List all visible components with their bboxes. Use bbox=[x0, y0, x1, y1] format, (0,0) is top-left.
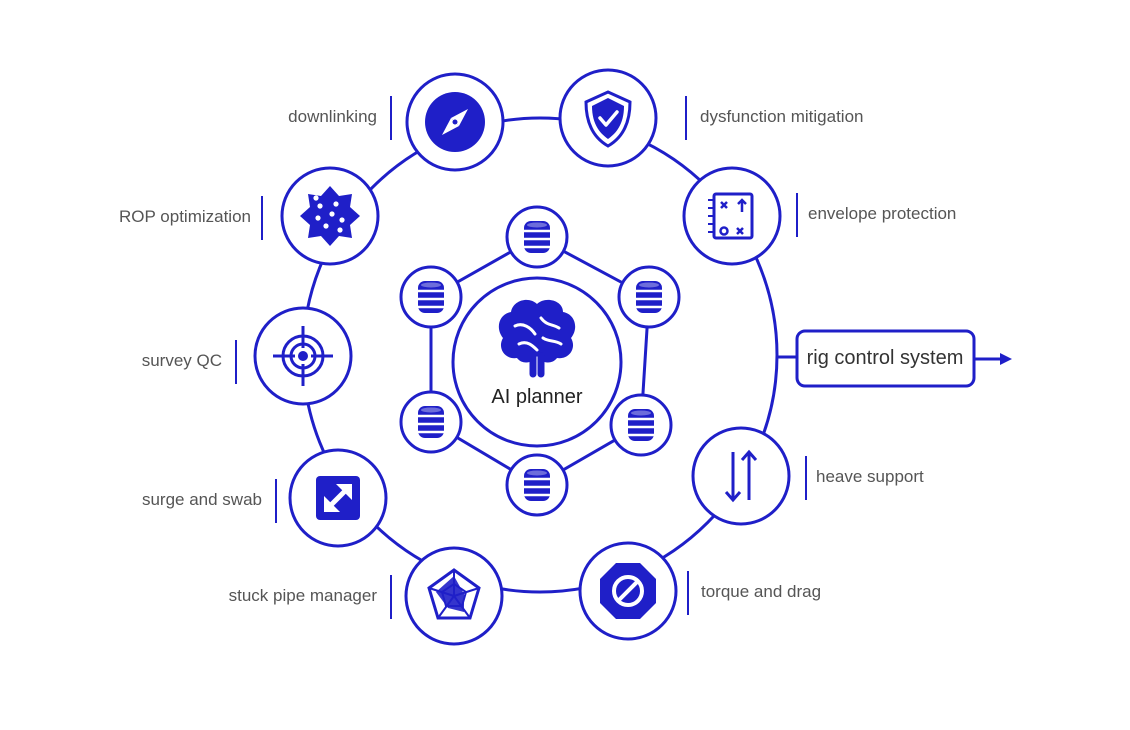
strategy-board-icon bbox=[708, 192, 754, 240]
module-envelope-protection[interactable]: envelope protection bbox=[682, 166, 956, 266]
dysfunction-mitigation-node[interactable] bbox=[558, 68, 658, 168]
rop-optimization-label: ROP optimization bbox=[119, 207, 251, 226]
module-surge-and-swab[interactable]: surge and swab bbox=[142, 448, 388, 548]
module-survey-qc[interactable]: survey QC bbox=[142, 306, 353, 406]
stuck-pipe-manager-node[interactable] bbox=[404, 546, 504, 646]
database-icon bbox=[418, 406, 444, 438]
downlinking-node[interactable] bbox=[405, 72, 505, 172]
database-icon bbox=[628, 409, 654, 441]
expand-arrow-icon bbox=[316, 476, 360, 520]
heave-support-node[interactable] bbox=[691, 426, 791, 526]
module-heave-support[interactable]: heave support bbox=[691, 426, 924, 526]
data-node[interactable] bbox=[609, 393, 673, 457]
heave-support-label: heave support bbox=[816, 467, 924, 486]
arrow-right-icon bbox=[974, 353, 1012, 365]
module-rop-optimization[interactable]: ROP optimization bbox=[119, 166, 380, 266]
database-icon bbox=[524, 469, 550, 501]
no-entry-octagon-icon bbox=[600, 563, 656, 619]
crosshair-icon bbox=[273, 326, 333, 386]
data-node[interactable] bbox=[505, 453, 569, 517]
drill-bit-icon bbox=[300, 186, 360, 246]
rop-optimization-node[interactable] bbox=[280, 166, 380, 266]
surge-and-swab-node[interactable] bbox=[288, 448, 388, 548]
brain-icon bbox=[498, 299, 576, 378]
radar-chart-icon bbox=[427, 568, 481, 620]
rig-control-system-box[interactable]: rig control system bbox=[795, 329, 976, 388]
database-icon bbox=[418, 281, 444, 313]
database-icon bbox=[524, 221, 550, 253]
module-dysfunction-mitigation[interactable]: dysfunction mitigation bbox=[558, 68, 863, 168]
module-downlinking[interactable]: downlinking bbox=[288, 72, 505, 172]
module-torque-and-drag[interactable]: torque and drag bbox=[578, 541, 821, 641]
torque-and-drag-label: torque and drag bbox=[701, 582, 821, 601]
database-icon bbox=[636, 281, 662, 313]
downlinking-label: downlinking bbox=[288, 107, 377, 126]
data-node[interactable] bbox=[505, 205, 569, 269]
stuck-pipe-manager-label: stuck pipe manager bbox=[229, 586, 378, 605]
data-node[interactable] bbox=[617, 265, 681, 329]
shield-check-icon bbox=[584, 90, 632, 148]
surge-and-swab-label: surge and swab bbox=[142, 490, 262, 509]
survey-qc-label: survey QC bbox=[142, 351, 222, 370]
compass-icon bbox=[425, 92, 485, 152]
envelope-protection-node[interactable] bbox=[682, 166, 782, 266]
module-stuck-pipe-manager[interactable]: stuck pipe manager bbox=[229, 546, 504, 646]
ai-planner-node[interactable]: AI planner bbox=[451, 276, 623, 448]
dysfunction-mitigation-label: dysfunction mitigation bbox=[700, 107, 863, 126]
survey-qc-node[interactable] bbox=[253, 306, 353, 406]
envelope-protection-label: envelope protection bbox=[808, 204, 956, 223]
data-node[interactable] bbox=[399, 265, 463, 329]
ai-planner-label: AI planner bbox=[491, 386, 583, 408]
torque-and-drag-node[interactable] bbox=[578, 541, 678, 641]
data-node[interactable] bbox=[399, 390, 463, 454]
rig-control-system-label: rig control system bbox=[807, 347, 964, 369]
up-down-arrows-icon bbox=[724, 449, 758, 503]
